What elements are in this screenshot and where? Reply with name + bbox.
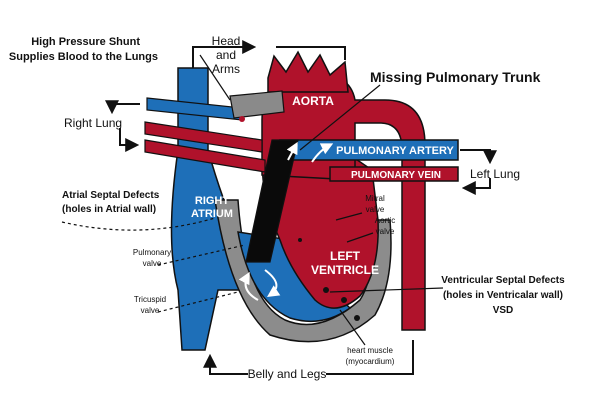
- left-lung-label: Left Lung: [470, 167, 520, 181]
- heart-muscle-label-1: heart muscle: [347, 346, 393, 355]
- labels-layer: Head and Arms AORTA Missing Pulmonary Tr…: [9, 34, 565, 381]
- vsd-label-2: (holes in Ventricalar wall): [443, 290, 563, 301]
- shunt-label-1: High Pressure Shunt: [31, 36, 140, 48]
- aorta-label: AORTA: [292, 94, 334, 108]
- aortic-valve-label-2: valve: [376, 227, 395, 236]
- pulmonary-vein-label: PULMONARY VEIN: [351, 170, 441, 181]
- heart-muscle-label-2: (myocardium): [346, 357, 395, 366]
- right-atrium-label-2: ATRIUM: [191, 208, 233, 220]
- flow-arrows-internal: [238, 141, 334, 301]
- vsd-label-1: Ventricular Septal Defects: [441, 275, 565, 286]
- missing-trunk-label: Missing Pulmonary Trunk: [370, 69, 541, 85]
- head-arms-label-1: Head: [212, 34, 241, 48]
- pulmonary-valve-label-2: valve: [143, 259, 162, 268]
- asd-label-1: Atrial Septal Defects: [62, 190, 160, 201]
- shunt-shape: [229, 90, 285, 122]
- belly-legs-label: Belly and Legs: [248, 367, 327, 381]
- pulmonary-valve-label-1: Pulmonary: [133, 248, 171, 257]
- head-arms-label-3: Arms: [212, 62, 240, 76]
- tricuspid-valve-label-2: valve: [141, 306, 160, 315]
- aortic-valve-label-1: Aortic: [375, 216, 395, 225]
- asd-label-2: (holes in Atrial wall): [62, 204, 156, 215]
- vsd-label-3: VSD: [493, 305, 514, 316]
- right-pulmonary-vessels: [144, 97, 266, 173]
- leader-lines: [61, 54, 444, 346]
- left-ventricle-label-1: LEFT: [330, 249, 361, 263]
- head-arms-label-2: and: [216, 48, 236, 62]
- pulmonary-artery-label: PULMONARY ARTERY: [336, 145, 454, 157]
- myocardium-shape: [214, 199, 392, 343]
- aorta-shape: [261, 50, 426, 331]
- right-atrium-label-1: RIGHT: [195, 195, 230, 207]
- tricuspid-valve-label-1: Tricuspid: [134, 295, 166, 304]
- septal-defect-dots: [298, 238, 360, 321]
- left-ventricle-label-2: VENTRICLE: [311, 263, 379, 277]
- shunt-label-2: Supplies Blood to the Lungs: [9, 51, 158, 63]
- mitral-valve-label-2: valve: [366, 205, 385, 214]
- missing-trunk-shape: [245, 139, 299, 263]
- right-lung-label: Right Lung: [64, 116, 122, 130]
- pulmonary-vein-shape: [329, 166, 459, 182]
- mitral-valve-label-1: Mitral: [365, 194, 385, 203]
- circulation-arrows: [105, 40, 497, 375]
